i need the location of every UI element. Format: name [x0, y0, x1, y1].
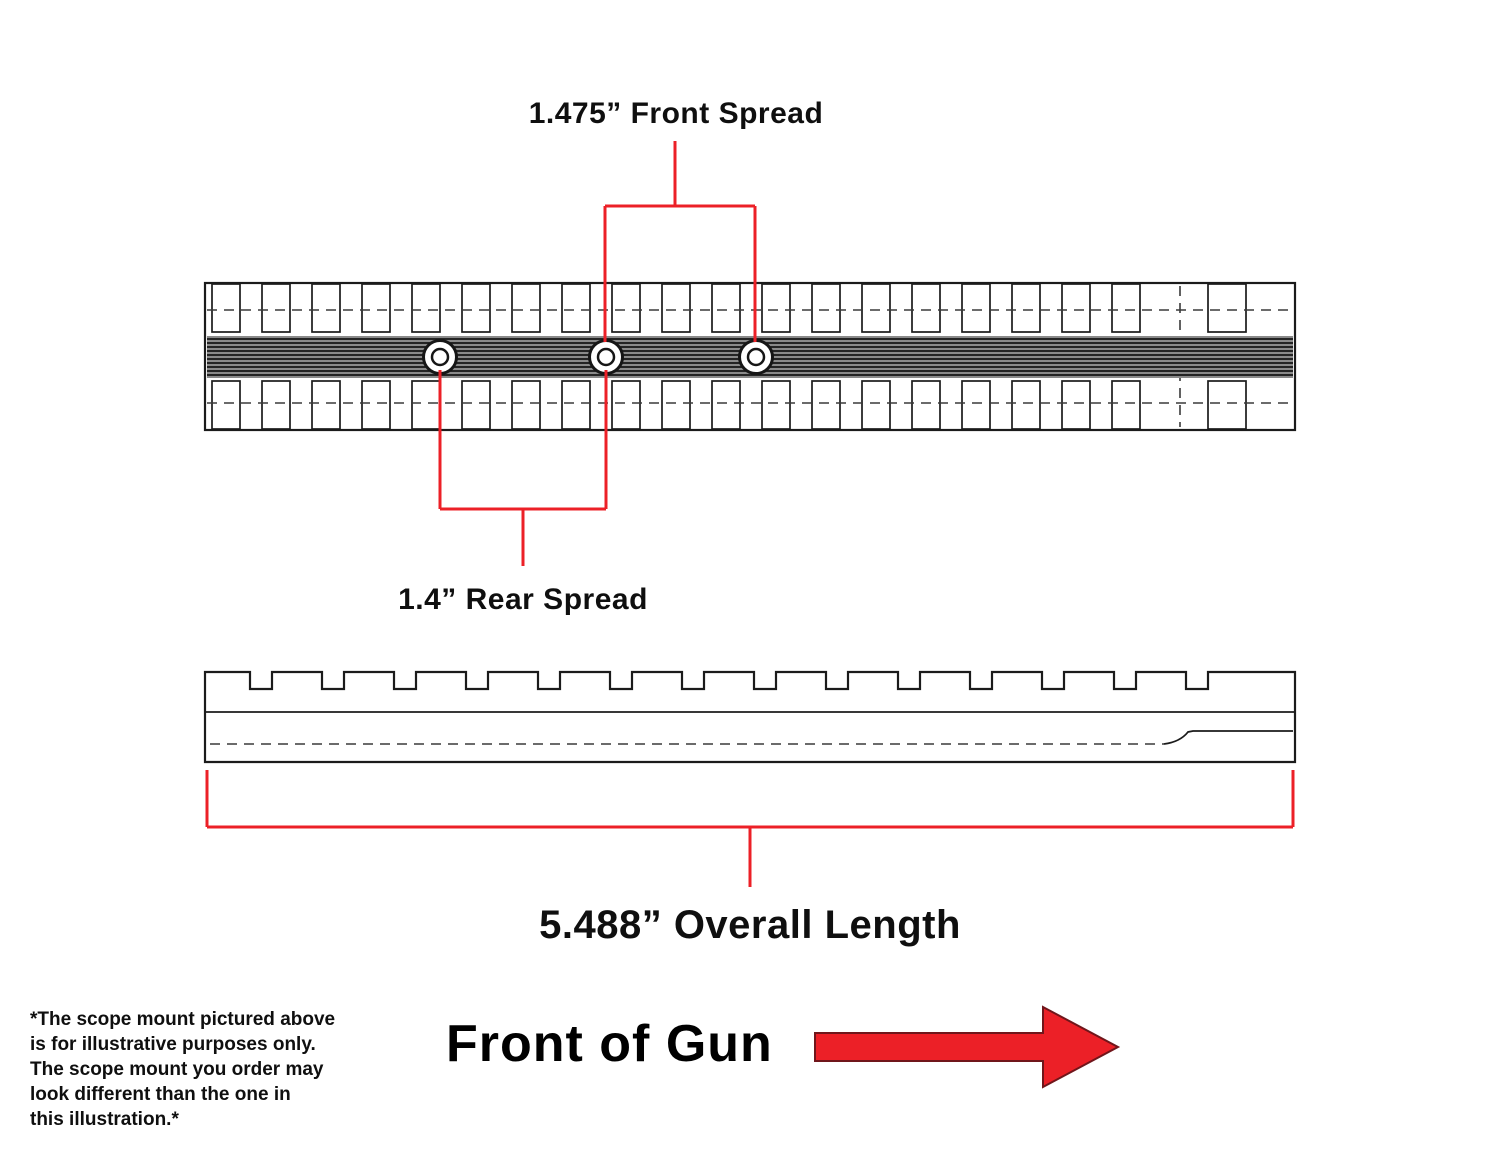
rail-side-outline [203, 670, 1297, 764]
disclaimer-line: look different than the one in [30, 1084, 291, 1105]
disclaimer-note: *The scope mount pictured above is for i… [30, 1007, 335, 1132]
rail-top-teeth-row [211, 283, 1247, 333]
overall-length-label: 5.488” Overall Length [539, 903, 961, 947]
rail-side-view [203, 670, 1297, 764]
rail-top-view [203, 281, 1297, 432]
rail-bottom-teeth-row [211, 380, 1247, 430]
front-of-gun-label: Front of Gun [446, 1015, 773, 1073]
overall-length-dimension-lines [205, 770, 1295, 887]
side-view-step-line [1163, 730, 1293, 745]
disclaimer-line: is for illustrative purposes only. [30, 1034, 316, 1055]
disclaimer-line: this illustration.* [30, 1109, 179, 1130]
dimension-lines [205, 141, 1295, 887]
front-of-gun-arrow-icon [814, 1005, 1121, 1089]
rear-spread-label: 1.4” Rear Spread [398, 583, 648, 616]
front-spread-label: 1.475” Front Spread [528, 97, 824, 130]
disclaimer-line: The scope mount you order may [30, 1059, 324, 1080]
disclaimer-line: *The scope mount pictured above [30, 1009, 336, 1030]
front-spread-dimension-lines [603, 141, 757, 342]
screw-holes [422, 339, 774, 375]
rear-spread-dimension-lines [438, 370, 608, 566]
